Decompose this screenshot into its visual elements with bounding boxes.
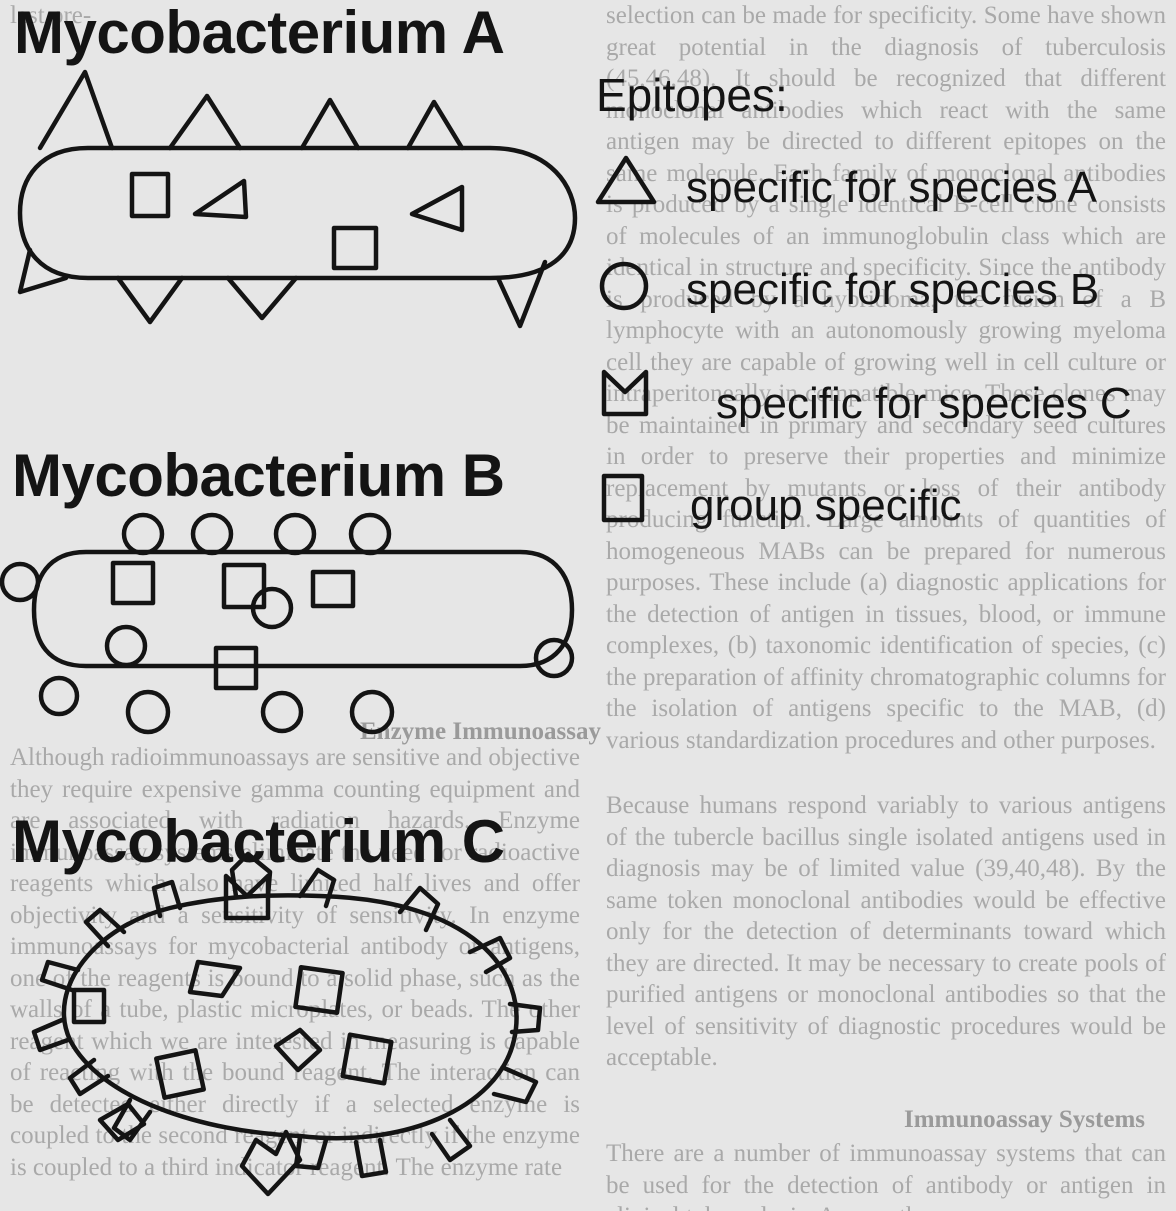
triangle-epitope bbox=[195, 181, 246, 217]
notched-square-epitope bbox=[190, 962, 240, 996]
triangle-epitope bbox=[40, 72, 112, 148]
square-epitope bbox=[334, 228, 376, 268]
square-epitope bbox=[156, 1050, 203, 1097]
spike-epitope bbox=[86, 910, 124, 946]
mycobacterium-b-cell bbox=[2, 515, 572, 732]
circle-epitope bbox=[41, 678, 77, 714]
triangle-epitope bbox=[302, 100, 358, 148]
circle-epitope bbox=[352, 692, 392, 732]
square-epitope bbox=[74, 990, 104, 1022]
circle-epitope bbox=[124, 515, 162, 553]
cell-c-body bbox=[64, 895, 517, 1138]
triangle-legend-icon bbox=[598, 158, 654, 202]
square-legend-icon bbox=[604, 476, 642, 520]
square-epitope bbox=[224, 565, 264, 607]
notched-square-legend-icon bbox=[604, 372, 646, 414]
circle-legend-icon bbox=[602, 264, 646, 308]
mycobacterium-a-cell bbox=[20, 72, 575, 326]
triangle-epitope bbox=[408, 102, 462, 148]
cell-a-body bbox=[20, 148, 575, 278]
circle-epitope bbox=[193, 515, 231, 553]
triangle-epitope bbox=[412, 187, 462, 230]
circle-epitope bbox=[276, 515, 314, 553]
square-epitope bbox=[295, 967, 342, 1012]
spike-epitope bbox=[296, 1138, 326, 1168]
notched-square-epitope bbox=[276, 1030, 320, 1070]
square-epitope bbox=[113, 563, 153, 603]
spike-epitope bbox=[300, 870, 334, 906]
spike-epitope bbox=[70, 1060, 108, 1094]
mycobacterium-c-cell bbox=[34, 854, 540, 1194]
legend-symbols bbox=[598, 158, 654, 520]
square-epitope bbox=[343, 1035, 392, 1084]
spike-epitope bbox=[432, 1120, 470, 1160]
square-epitope bbox=[313, 572, 353, 606]
triangle-epitope bbox=[170, 96, 240, 148]
circle-epitope bbox=[351, 515, 389, 553]
circle-epitope bbox=[2, 564, 38, 600]
notched-square-epitope bbox=[242, 1132, 300, 1194]
circle-epitope bbox=[263, 693, 301, 731]
triangle-epitope bbox=[118, 278, 182, 322]
square-epitope bbox=[132, 174, 168, 216]
triangle-epitope bbox=[20, 250, 66, 292]
spike-epitope bbox=[356, 1140, 386, 1176]
circle-epitope bbox=[107, 627, 145, 665]
circle-epitope bbox=[128, 692, 168, 732]
triangle-epitope bbox=[228, 278, 296, 318]
